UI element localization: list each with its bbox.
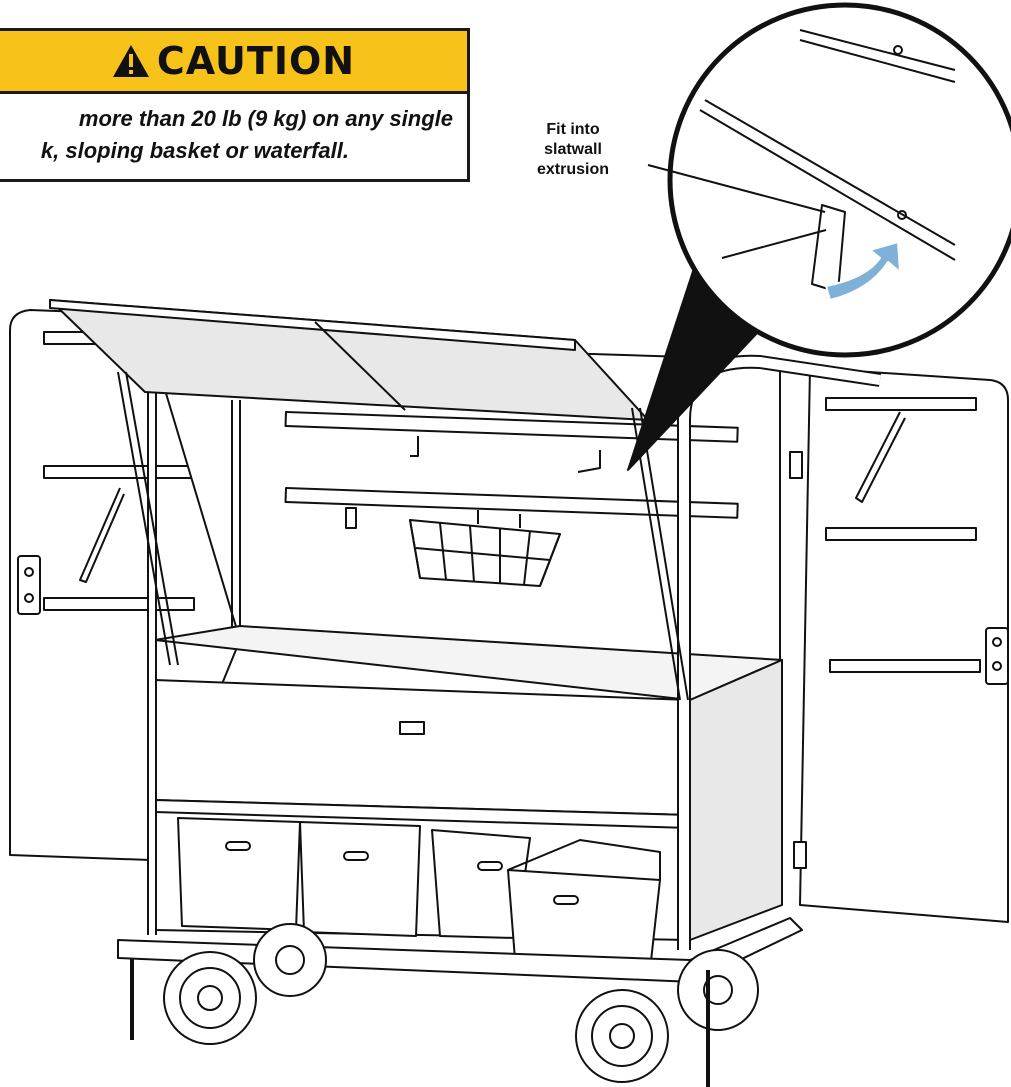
callout-line-2: slatwall: [544, 141, 602, 158]
caution-message: more than 20 lb (9 kg) on any single k, …: [0, 91, 470, 182]
caution-line-1: more than 20 lb (9 kg) on any single: [78, 106, 453, 131]
caution-line-2: k, sloping basket or waterfall.: [40, 138, 349, 163]
awning-canopy: [49, 299, 689, 701]
cart-body: [154, 625, 783, 941]
callout-line-1: Fit into: [546, 121, 600, 138]
callout-line-3: extrusion: [536, 161, 609, 178]
caution-header: CAUTION: [0, 28, 470, 94]
detail-zoom: [627, 2, 1011, 471]
wire-basket: [409, 510, 561, 587]
callout-label: Fit into slatwall extrusion: [498, 120, 648, 180]
right-side-panel: [789, 367, 1009, 923]
base-and-wheels: [117, 917, 803, 1087]
warning-triangle-icon: [112, 45, 149, 77]
caution-signal-word: CAUTION: [156, 39, 356, 83]
bins: [177, 817, 661, 973]
